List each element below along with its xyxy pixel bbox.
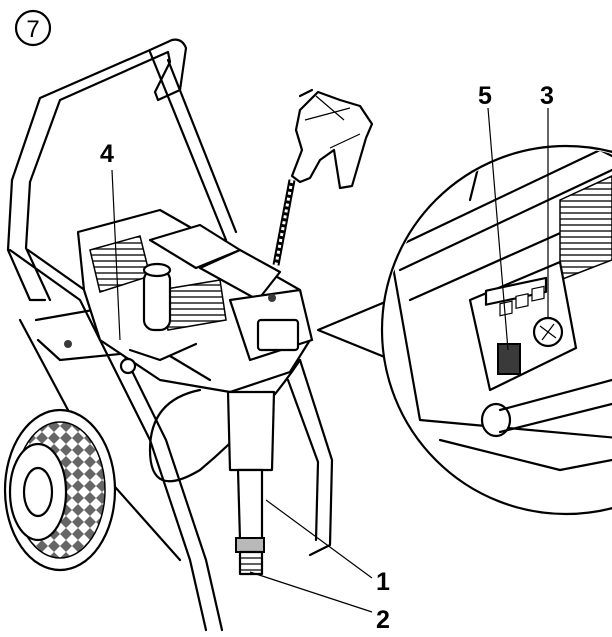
housing-screw — [268, 294, 276, 302]
zoom-pointer — [316, 298, 394, 362]
callout-5: 5 — [478, 82, 492, 110]
leader-1 — [265, 499, 373, 579]
pressure-valve — [128, 342, 198, 362]
callout-1: 1 — [376, 568, 390, 596]
wheel-hub-inner — [22, 466, 54, 518]
handle-right-rail-inner — [166, 58, 238, 234]
pressure-line — [168, 354, 212, 382]
callout-2: 2 — [376, 606, 390, 634]
handle-upper — [10, 38, 188, 184]
control-window — [256, 318, 300, 352]
suction-tube — [236, 468, 264, 542]
callout-3: 3 — [540, 82, 554, 110]
callout-4: 4 — [100, 140, 114, 168]
inlet-fitting — [235, 537, 265, 553]
zoom-hose — [438, 438, 612, 472]
zoom-detail — [316, 144, 612, 516]
leader-4 — [111, 169, 121, 341]
zoom-pipe — [498, 378, 612, 434]
frame-bolt — [64, 340, 72, 348]
motor-unit — [76, 208, 314, 394]
frame-left-inner — [24, 180, 52, 302]
leader-lines — [111, 107, 549, 613]
fluid-pump — [226, 390, 276, 472]
frame-left-upper — [6, 178, 47, 302]
leader-2 — [249, 571, 373, 613]
frame-leg-rear-inner — [286, 378, 320, 542]
step-number: 7 — [26, 16, 39, 43]
spray-gun-assembly — [148, 88, 374, 483]
step-number-badge: 7 — [14, 9, 52, 47]
zoom-filter-cap — [480, 402, 512, 438]
leader-5 — [487, 107, 509, 351]
handle-right-rail — [148, 50, 228, 242]
filter-housing — [142, 268, 172, 332]
step-number-circle — [14, 9, 52, 47]
wheel — [3, 408, 117, 572]
spray-gun-tip — [298, 88, 314, 98]
motor-top-handle — [198, 248, 282, 302]
callout-labels: 4 1 2 5 3 — [100, 82, 554, 634]
pump-assembly — [119, 342, 276, 576]
frame-leg-rear — [298, 358, 334, 557]
inlet-filter — [238, 550, 264, 576]
frame-leg-front-inner — [26, 248, 224, 632]
zoom-vent — [559, 174, 612, 282]
power-switch — [497, 343, 521, 375]
prime-knob — [119, 357, 137, 375]
spray-gun-body — [290, 90, 374, 190]
